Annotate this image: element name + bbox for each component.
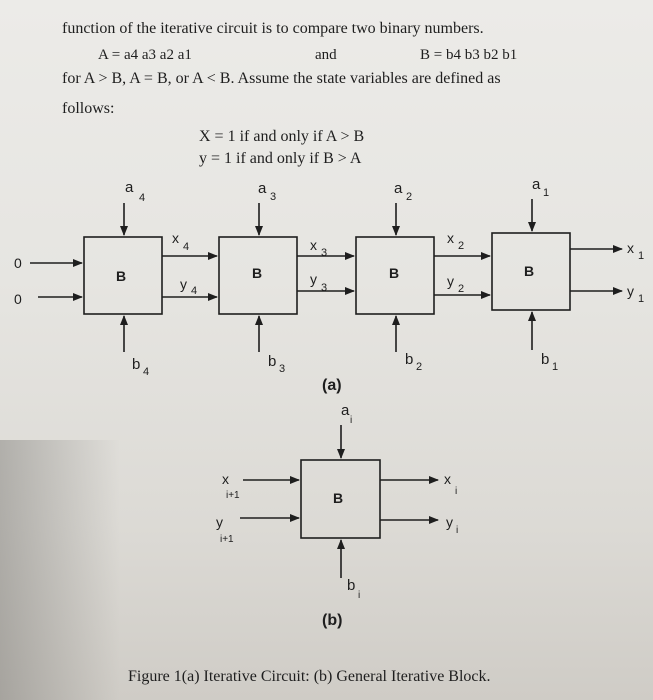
a-sub-2: 2 — [406, 191, 412, 203]
block-cell-4 — [83, 236, 163, 315]
page-shadow — [0, 440, 120, 700]
x-label-2: x — [447, 230, 454, 246]
general-x-out-sub: i — [455, 486, 457, 497]
a-sub-1: 1 — [543, 187, 549, 199]
block-label-4: B — [116, 268, 126, 284]
x-sub-2: 2 — [458, 240, 464, 252]
problem-intro-line: function of the iterative circuit is to … — [62, 20, 484, 37]
general-b-sub: i — [358, 590, 360, 601]
number-a-definition: A = a4 a3 a2 a1 — [98, 47, 192, 63]
general-block — [300, 459, 381, 539]
y-sub-3: 3 — [321, 282, 327, 294]
a-label-4: a — [125, 179, 134, 196]
block-cell-2 — [355, 236, 435, 315]
a-sub-3: 3 — [270, 191, 276, 203]
a-label-3: a — [258, 180, 267, 197]
general-x-in-sub: i+1 — [226, 490, 240, 501]
y-output-sub: 1 — [638, 293, 644, 305]
general-a-label: a — [341, 402, 350, 419]
y-sub-4: 4 — [191, 285, 197, 297]
figure-caption: Figure 1(a) Iterative Circuit: (b) Gener… — [128, 668, 491, 685]
x-sub-3: 3 — [321, 247, 327, 259]
y-label-4: y — [180, 276, 187, 292]
input-y-zero: 0 — [14, 291, 22, 307]
state-y-definition: y = 1 if and only if B > A — [199, 150, 362, 167]
panel-a-label: (a) — [322, 377, 342, 394]
block-cell-3 — [218, 236, 298, 315]
block-cell-1 — [491, 232, 571, 311]
x-output-label: x — [627, 240, 634, 256]
b-sub-1: 1 — [552, 361, 558, 373]
general-y-in-sub: i+1 — [220, 534, 234, 545]
general-y-out-label: y — [446, 514, 453, 530]
general-b-label: b — [347, 577, 355, 594]
b-label-3: b — [268, 353, 276, 370]
x-label-3: x — [310, 237, 317, 253]
comparison-cases-line: for A > B, A = B, or A < B. Assume the s… — [62, 70, 501, 87]
b-label-2: b — [405, 351, 413, 368]
number-b-definition: B = b4 b3 b2 b1 — [420, 47, 518, 63]
general-x-out-label: x — [444, 471, 451, 487]
general-block-label: B — [333, 490, 343, 506]
b-sub-2: 2 — [416, 361, 422, 373]
block-label-2: B — [389, 265, 399, 281]
y-output-label: y — [627, 283, 634, 299]
b-sub-4: 4 — [143, 366, 149, 378]
and-word: and — [315, 47, 337, 63]
y-label-2: y — [447, 273, 454, 289]
x-sub-4: 4 — [183, 241, 189, 253]
general-y-out-sub: i — [456, 525, 458, 536]
block-label-1: B — [524, 263, 534, 279]
general-a-sub: i — [350, 415, 352, 426]
b-label-4: b — [132, 356, 140, 373]
b-label-1: b — [541, 351, 549, 368]
panel-b-label: (b) — [322, 612, 342, 629]
a-label-2: a — [394, 180, 403, 197]
general-x-in-label: x — [222, 471, 229, 487]
block-label-3: B — [252, 265, 262, 281]
state-x-definition: X = 1 if and only if A > B — [199, 128, 365, 145]
a-label-1: a — [532, 176, 541, 193]
general-y-in-label: y — [216, 514, 223, 530]
y-label-3: y — [310, 271, 317, 287]
b-sub-3: 3 — [279, 363, 285, 375]
a-sub-4: 4 — [139, 192, 145, 204]
x-output-sub: 1 — [638, 250, 644, 262]
follows-line: follows: — [62, 100, 115, 117]
input-x-zero: 0 — [14, 255, 22, 271]
x-label-4: x — [172, 230, 179, 246]
y-sub-2: 2 — [458, 283, 464, 295]
